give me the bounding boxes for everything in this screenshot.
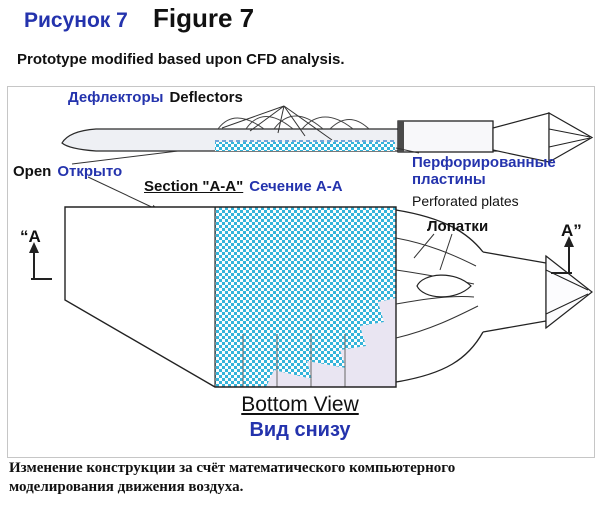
bottom-view-label-en: Bottom View	[241, 393, 359, 416]
deflectors-label: Дефлекторы Deflectors	[68, 89, 243, 106]
section-label: Section "A-A" Сечение A-A	[144, 178, 343, 195]
open-label: Open Открыто	[13, 163, 122, 180]
section-marker-left-text: “A	[20, 227, 41, 246]
deflectors-label-en: Deflectors	[169, 89, 243, 106]
perforated-label-en: Perforated plates	[412, 193, 519, 209]
vanes-label: Лопатки	[427, 218, 489, 235]
deflectors-label-ru: Дефлекторы	[68, 89, 164, 106]
open-label-en: Open	[13, 163, 52, 180]
figure-subtitle: Prototype modified based upon CFD analys…	[17, 51, 345, 68]
figure-title-ru: Рисунок 7	[24, 9, 128, 32]
figure-title-en: Figure 7	[153, 3, 255, 33]
bottom-view-label-ru: Вид снизу	[249, 419, 351, 441]
figure-caption: Изменение конструкции за счёт математиче…	[9, 460, 456, 495]
section-label-ru: Сечение A-A	[249, 178, 343, 195]
perforated-label-ru: Перфорированные пластины	[412, 154, 556, 188]
section-marker-right-text: A”	[561, 221, 582, 240]
section-label-en: Section "A-A"	[144, 178, 244, 195]
open-label-ru: Открыто	[57, 163, 123, 180]
figure-frame	[7, 86, 595, 458]
